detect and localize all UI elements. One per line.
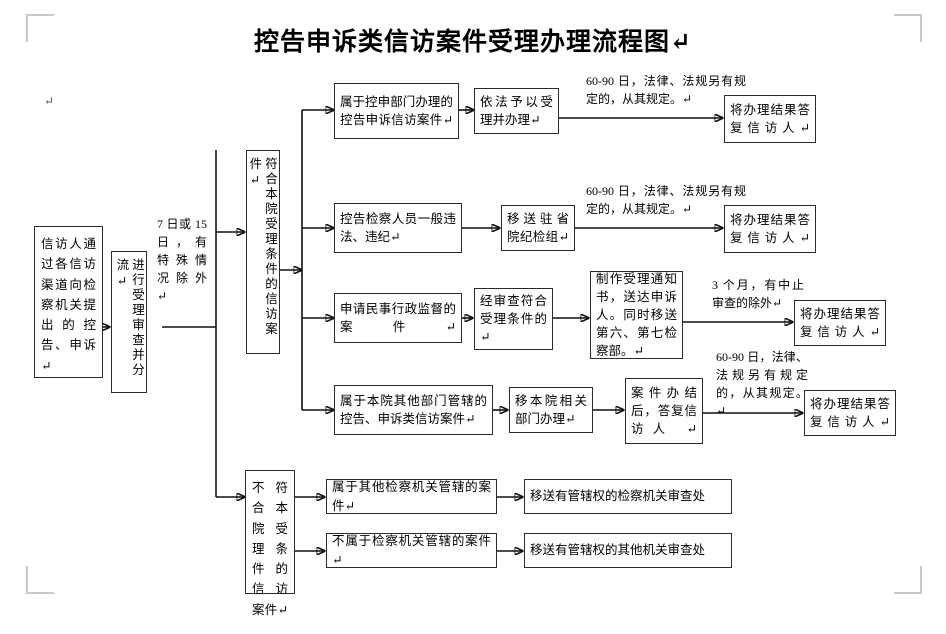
node-branch5-case[interactable]: 属于其他检察机关管辖的案件↵ xyxy=(326,479,497,514)
page-corner-mark-top-left xyxy=(26,14,54,42)
node-branch4-reply[interactable]: 案件办结后，答复信访人 ↵ xyxy=(625,378,703,444)
page-corner-mark-top-right xyxy=(894,14,922,42)
node-qualified[interactable]: 符合本院受理条件的信访案件↵ xyxy=(246,150,280,354)
node-branch3-notice[interactable]: 制作受理通知书，送达申诉人。同时移送第六、第七检察部。↵ xyxy=(590,271,683,359)
node-branch6-action[interactable]: 移送有管辖权的其他机关审查处 xyxy=(524,533,732,568)
node-branch4-action[interactable]: 移本院相关部门办理↵ xyxy=(509,387,593,433)
edge-label-branch1-deadline: 60-90 日，法律、法规另有规定的，从其规定。↵ xyxy=(586,74,746,106)
node-branch4-result[interactable]: 将办理结果答复信访人↵ xyxy=(804,390,896,436)
node-branch2-result[interactable]: 将办理结果答复信访人↵ xyxy=(724,205,816,253)
node-branch3-action[interactable]: 经审查符合受理条件的↵ xyxy=(474,288,553,350)
node-unqualified[interactable]: 不符合本院受理条件的信访案件↵ xyxy=(245,470,295,617)
node-branch1-result[interactable]: 将办理结果答复信访人↵ xyxy=(724,95,816,143)
page-corner-mark-bottom-left xyxy=(26,566,54,594)
node-branch4-case[interactable]: 属于本院其他部门管辖的控告、申诉类信访案件↵ xyxy=(334,385,493,435)
node-branch1-action[interactable]: 依法予以受理并办理↵ xyxy=(474,88,559,134)
node-branch3-case[interactable]: 申请民事行政监督的案件↵ xyxy=(334,293,462,343)
node-branch1-case[interactable]: 属于控申部门办理的控告申诉信访案件↵ xyxy=(334,83,459,139)
node-source[interactable]: 信访人通过各信访渠道向检察机关提出的控告、申诉↵ xyxy=(34,226,103,378)
stray-paragraph-mark: ↵ xyxy=(44,94,55,108)
page-title: 控告申诉类信访案件受理办理流程图↵ xyxy=(254,27,692,56)
node-branch2-action[interactable]: 移送驻省院纪检组↵ xyxy=(501,205,575,251)
edge-label-branch3-deadline: 3 个月，有中止审查的除外↵ xyxy=(712,278,804,310)
node-intake-review[interactable]: 进行受理审查并分流↵ xyxy=(111,251,147,393)
edge-label-branch2-deadline: 60-90 日，法律、法规另有规定的，从其规定。↵ xyxy=(586,184,746,216)
edge-label-intake-deadline: 7 日或 15 日，有 特 殊 情 况 除 外↵ xyxy=(157,217,207,303)
node-branch2-case[interactable]: 控告检察人员一般违法、违纪↵ xyxy=(334,203,462,253)
node-branch3-result[interactable]: 将办理结果答复信访人↵ xyxy=(794,300,886,346)
node-branch5-action[interactable]: 移送有管辖权的检察机关审查处 xyxy=(524,479,732,514)
node-branch6-case[interactable]: 不属于检察机关管辖的案件↵ xyxy=(326,533,497,568)
edge-label-branch4-deadline: 60-90 日，法律、法规另有规定的，从其规定。↵ xyxy=(716,350,808,418)
page-corner-mark-bottom-right xyxy=(894,566,922,594)
